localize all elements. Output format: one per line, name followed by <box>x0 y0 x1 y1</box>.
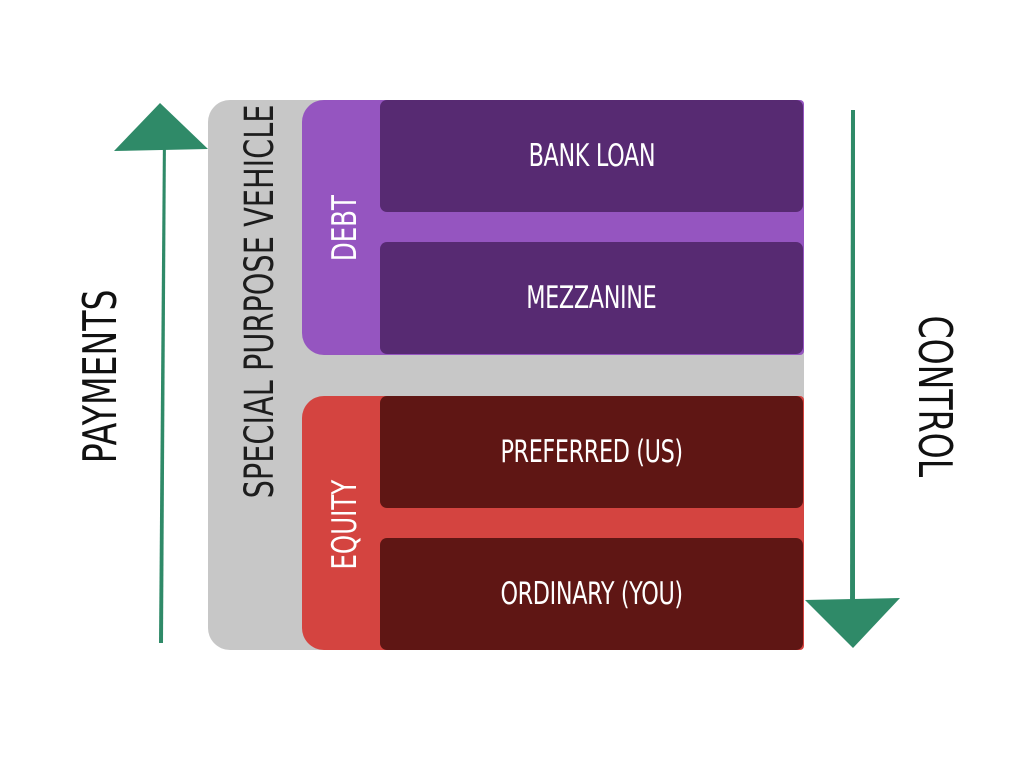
payments-arrow-head <box>114 103 208 151</box>
tranche-ordinary-label: ORDINARY (YOU) <box>500 576 683 612</box>
tranche-bank-loan-label: BANK LOAN <box>528 138 655 174</box>
spv-label: SPECIAL PURPOSE VEHICLE <box>235 105 285 575</box>
debt-label-text: DEBT <box>325 194 365 262</box>
control-label-text: CONTROL <box>908 315 962 478</box>
control-arrow-head <box>805 598 900 648</box>
tranche-preferred: PREFERRED (US) <box>380 396 803 508</box>
control-arrow-shaft <box>850 110 855 620</box>
tranche-preferred-label: PREFERRED (US) <box>500 434 683 470</box>
tranche-ordinary: ORDINARY (YOU) <box>380 538 803 650</box>
tranche-mezzanine-label: MEZZANINE <box>526 280 657 316</box>
spv-label-text: SPECIAL PURPOSE VEHICLE <box>237 104 283 499</box>
payments-arrow-shaft <box>159 132 166 643</box>
equity-label-text: EQUITY <box>325 480 365 570</box>
control-arrow <box>805 110 900 648</box>
equity-label: EQUITY <box>325 425 365 625</box>
tranche-mezzanine: MEZZANINE <box>380 242 803 354</box>
control-label: CONTROL <box>907 284 963 484</box>
debt-label: DEBT <box>325 148 365 308</box>
tranche-bank-loan: BANK LOAN <box>380 100 803 212</box>
payments-arrow <box>114 103 208 643</box>
payments-label-text: PAYMENTS <box>73 289 127 463</box>
payments-label: PAYMENTS <box>72 251 128 501</box>
